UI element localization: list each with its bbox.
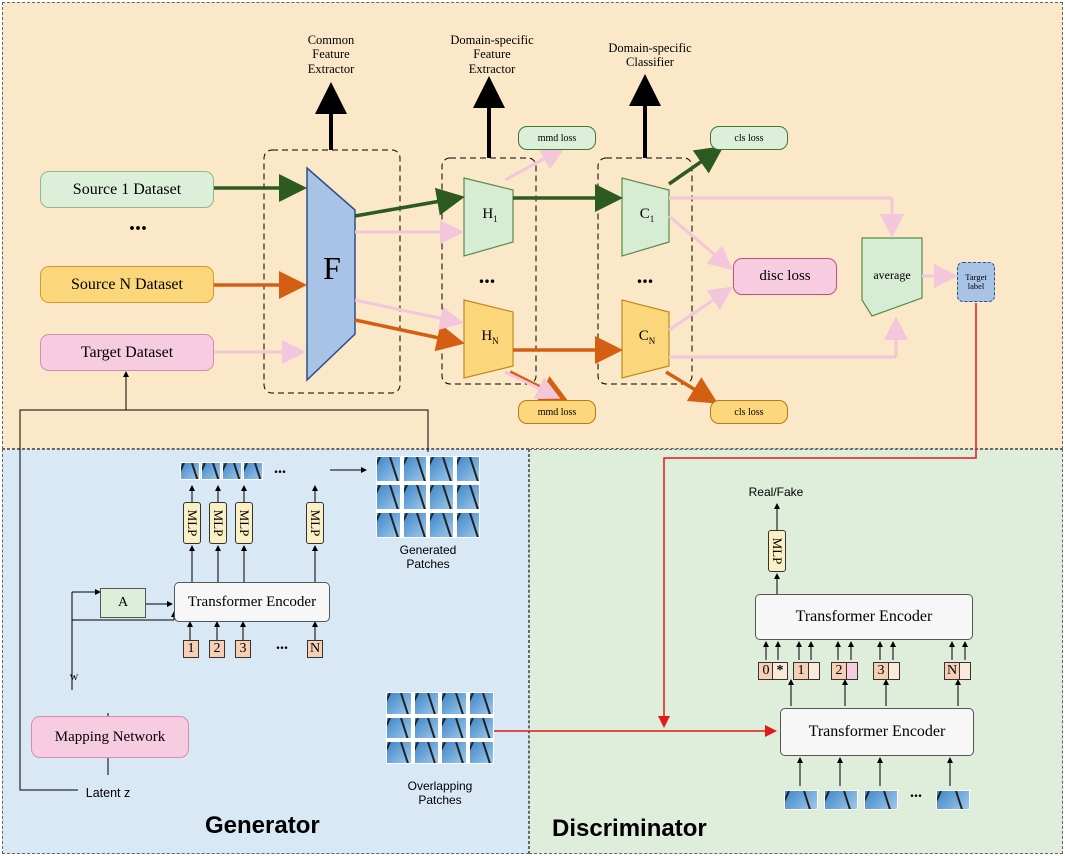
H1-label: H1	[482, 206, 498, 224]
C1-label: C1	[639, 206, 655, 224]
gen-mlp-1: MLP	[183, 502, 201, 544]
disc-patch-1	[784, 790, 818, 810]
disc-token-star: *	[772, 662, 788, 680]
gen-token-1: 1	[183, 640, 199, 658]
CN-label: CN	[638, 328, 656, 346]
mapping-network: Mapping Network	[31, 716, 189, 758]
disc-patch-ellipsis: ...	[910, 784, 922, 801]
gen-mlp-2: MLP	[209, 502, 227, 544]
C-ellipsis: ...	[636, 263, 654, 288]
feature-extractor-F	[306, 166, 356, 382]
A-block: A	[100, 588, 146, 618]
gen-token-ellipsis: ...	[276, 636, 288, 653]
generator-title: Generator	[205, 812, 320, 839]
gen-token-3: 3	[235, 640, 251, 658]
C1-block	[621, 177, 670, 257]
domain-extractor-group	[441, 157, 537, 385]
mmd-loss-bottom: mmd loss	[518, 400, 596, 424]
cls-loss-top: cls loss	[710, 126, 788, 150]
gen-patch-1	[180, 462, 200, 480]
gen-patch-ellipsis: ...	[274, 460, 286, 477]
generated-patches-label: Generated Patches	[399, 543, 457, 571]
gen-token-N: N	[307, 640, 323, 658]
disc-patch-3	[864, 790, 898, 810]
disc-patch-2	[824, 790, 858, 810]
discriminator-region	[529, 449, 1063, 854]
disc-mlp: MLP	[768, 530, 786, 572]
gen-patch-4	[243, 462, 263, 480]
overlapping-patches-label: Overlapping Patches	[407, 779, 473, 807]
gen-patch-3	[222, 462, 242, 480]
disc-token-2-emb	[846, 662, 858, 680]
discriminator-title: Discriminator	[552, 815, 707, 842]
disc-token-1-emb	[808, 662, 820, 680]
disc-token-3-emb	[888, 662, 900, 680]
gen-token-2: 2	[209, 640, 225, 658]
disc-token-N-emb	[959, 662, 971, 680]
common-feature-extractor-label: Common Feature Extractor	[307, 33, 355, 76]
domain-specific-feature-extractor-label: Domain-specific Feature Extractor	[450, 33, 534, 76]
sources-ellipsis: ...	[129, 210, 147, 236]
gen-patch-2	[201, 462, 221, 480]
HN-label: HN	[481, 328, 499, 346]
source1-dataset: Source 1 Dataset	[40, 171, 214, 208]
H-ellipsis: ...	[478, 263, 496, 288]
classifier-group	[597, 157, 693, 385]
F-label: F	[323, 250, 341, 286]
H1-block	[463, 177, 514, 257]
disc-token-N: N	[944, 662, 960, 680]
disc-transformer-encoder-top: Transformer Encoder	[755, 594, 973, 640]
disc-token-1: 1	[793, 662, 809, 680]
average-label: average	[873, 268, 911, 282]
mmd-loss-top: mmd loss	[518, 126, 596, 150]
generated-patches-grid	[376, 456, 480, 538]
overlapping-patches-grid	[386, 692, 494, 764]
disc-patch-N	[936, 790, 970, 810]
real-fake-label: Real/Fake	[748, 485, 804, 499]
gen-mlp-3: MLP	[235, 502, 253, 544]
gen-mlp-4: MLP	[306, 502, 324, 544]
domain-specific-classifier-label: Domain-specific Classifier	[608, 41, 692, 70]
disc-transformer-encoder-bottom: Transformer Encoder	[780, 708, 974, 756]
disc-loss: disc loss	[733, 258, 837, 295]
disc-token-3: 3	[873, 662, 889, 680]
average-block	[861, 237, 923, 317]
sourceN-dataset: Source N Dataset	[40, 266, 214, 303]
latent-z-label: Latent z	[85, 786, 131, 800]
target-dataset: Target Dataset	[40, 334, 214, 371]
w-label: w	[69, 669, 79, 683]
HN-block	[463, 299, 514, 379]
target-label-box: Target label	[957, 262, 995, 302]
gen-transformer-encoder: Transformer Encoder	[174, 582, 330, 622]
disc-token-2: 2	[831, 662, 847, 680]
cls-loss-bottom: cls loss	[710, 400, 788, 424]
